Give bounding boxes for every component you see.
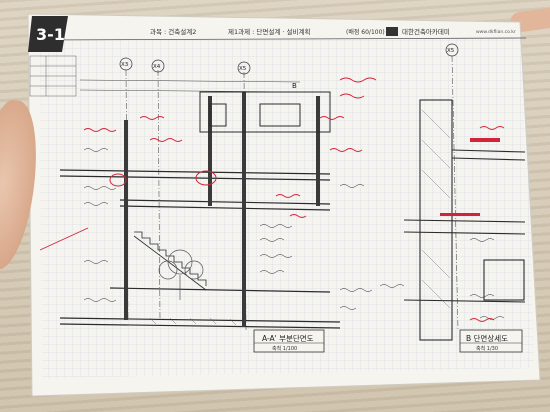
assignment-label: 제1과제 : 단면설계 · 설비계획 (228, 27, 310, 36)
red-annotations (39, 77, 505, 322)
section-scale: 축척 1/100 (272, 345, 297, 352)
score-label: (배점 60/100) (346, 28, 385, 36)
grid-label-x5-detail: X5 (447, 48, 455, 54)
stair-flight (133, 231, 207, 291)
detail-title: B 단면상세도 (466, 333, 508, 343)
section-title: A-A' 부분단면도 (262, 333, 314, 343)
red-circles (109, 170, 217, 187)
slab-hatching (149, 317, 237, 326)
detail-red-fills (440, 138, 500, 216)
sheet-number-badge (28, 16, 68, 52)
detail-hatching (421, 109, 451, 309)
section-title-box (253, 329, 325, 353)
academy-logo (386, 27, 398, 36)
sheet-number: 3-1 (36, 25, 65, 44)
black-annotations (83, 148, 505, 320)
courtyard-tree (158, 249, 204, 300)
paper-grid (40, 38, 534, 378)
grid-label-b: B (292, 82, 297, 90)
detail-drawing (403, 99, 526, 341)
academy-website: www.dkflian.co.kr (476, 29, 516, 35)
grid-label-x4: X4 (153, 64, 161, 70)
section-walls (124, 92, 320, 327)
grid-label-x3: X3 (121, 62, 129, 68)
course-label: 과목 : 건축설계2 (150, 27, 196, 36)
upper-structure (199, 91, 331, 133)
detail-scale: 축척 1/30 (476, 345, 498, 352)
detail-title-box (459, 329, 523, 353)
grid-label-x5: X5 (239, 66, 247, 72)
section-slabs (59, 169, 341, 329)
academy-name: 대한건축아카데미 (402, 27, 450, 36)
title-block-table (29, 55, 77, 97)
grid-bubbles (119, 43, 459, 75)
